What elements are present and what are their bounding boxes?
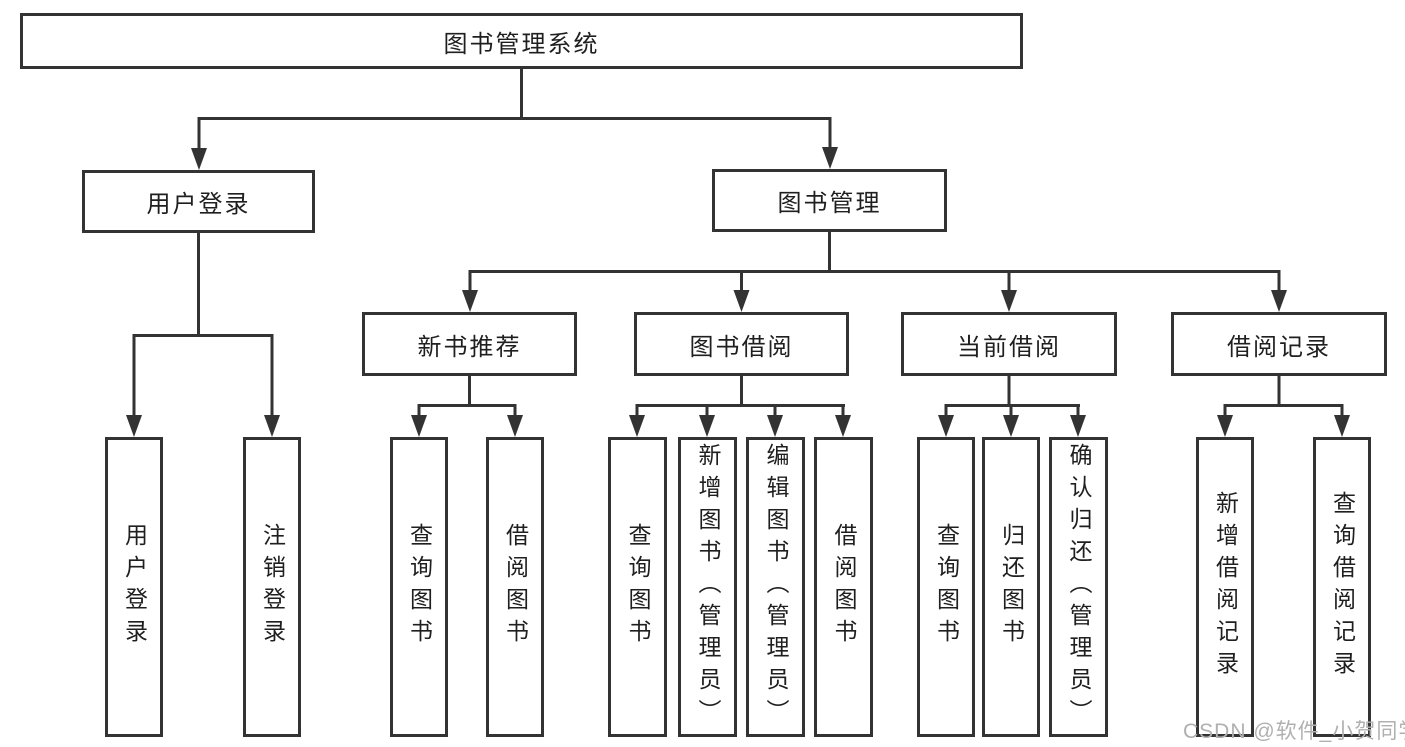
node-book-management: 图书管理 [712, 169, 947, 232]
leaf-label: 借阅图书 [831, 523, 857, 651]
leaf-label: 注销登录 [259, 523, 286, 651]
node-user-login: 用户登录 [82, 170, 315, 233]
leaf-edit-book-admin: 编辑图书（管理员） [746, 437, 805, 737]
leaf-label: 用户登录 [121, 523, 148, 651]
leaf-user-login: 用户登录 [105, 437, 163, 737]
leaf-borrow-books-recommend: 借阅图书 [486, 437, 544, 737]
leaf-return-book: 归还图书 [982, 437, 1040, 737]
leaf-confirm-return-admin: 确认归还（管理员） [1049, 437, 1108, 737]
leaf-logout: 注销登录 [243, 437, 301, 737]
leaf-label: 查询图书 [406, 523, 433, 651]
leaf-label: 新增图书（管理员） [695, 443, 721, 731]
leaf-label: 确认归还（管理员） [1066, 443, 1092, 731]
leaf-label: 编辑图书（管理员） [763, 443, 789, 731]
leaf-label: 查询图书 [625, 523, 651, 651]
arrowhead-group [126, 147, 1350, 437]
leaf-label: 查询借阅记录 [1329, 491, 1356, 683]
leaf-label: 归还图书 [998, 523, 1025, 651]
leaf-label: 查询图书 [933, 523, 960, 651]
node-new-book-recommend: 新书推荐 [362, 312, 577, 376]
node-current-borrow: 当前借阅 [901, 312, 1117, 376]
node-book-borrow: 图书借阅 [634, 312, 849, 376]
leaf-query-books-current: 查询图书 [917, 437, 975, 737]
node-borrow-records: 借阅记录 [1171, 312, 1387, 376]
leaf-query-borrow-record: 查询借阅记录 [1313, 437, 1371, 737]
leaf-borrow-books: 借阅图书 [814, 437, 873, 737]
leaf-add-borrow-record: 新增借阅记录 [1196, 437, 1254, 737]
leaf-label: 新增借阅记录 [1212, 491, 1239, 683]
leaf-query-books-recommend: 查询图书 [390, 437, 448, 737]
csdn-watermark: CSDN @软件_小贺同学 [1183, 720, 1405, 743]
leaf-label: 借阅图书 [502, 523, 529, 651]
leaf-add-book-admin: 新增图书（管理员） [678, 437, 737, 737]
node-library-management-system: 图书管理系统 [20, 13, 1023, 69]
leaf-query-books-borrow: 查询图书 [608, 437, 667, 737]
